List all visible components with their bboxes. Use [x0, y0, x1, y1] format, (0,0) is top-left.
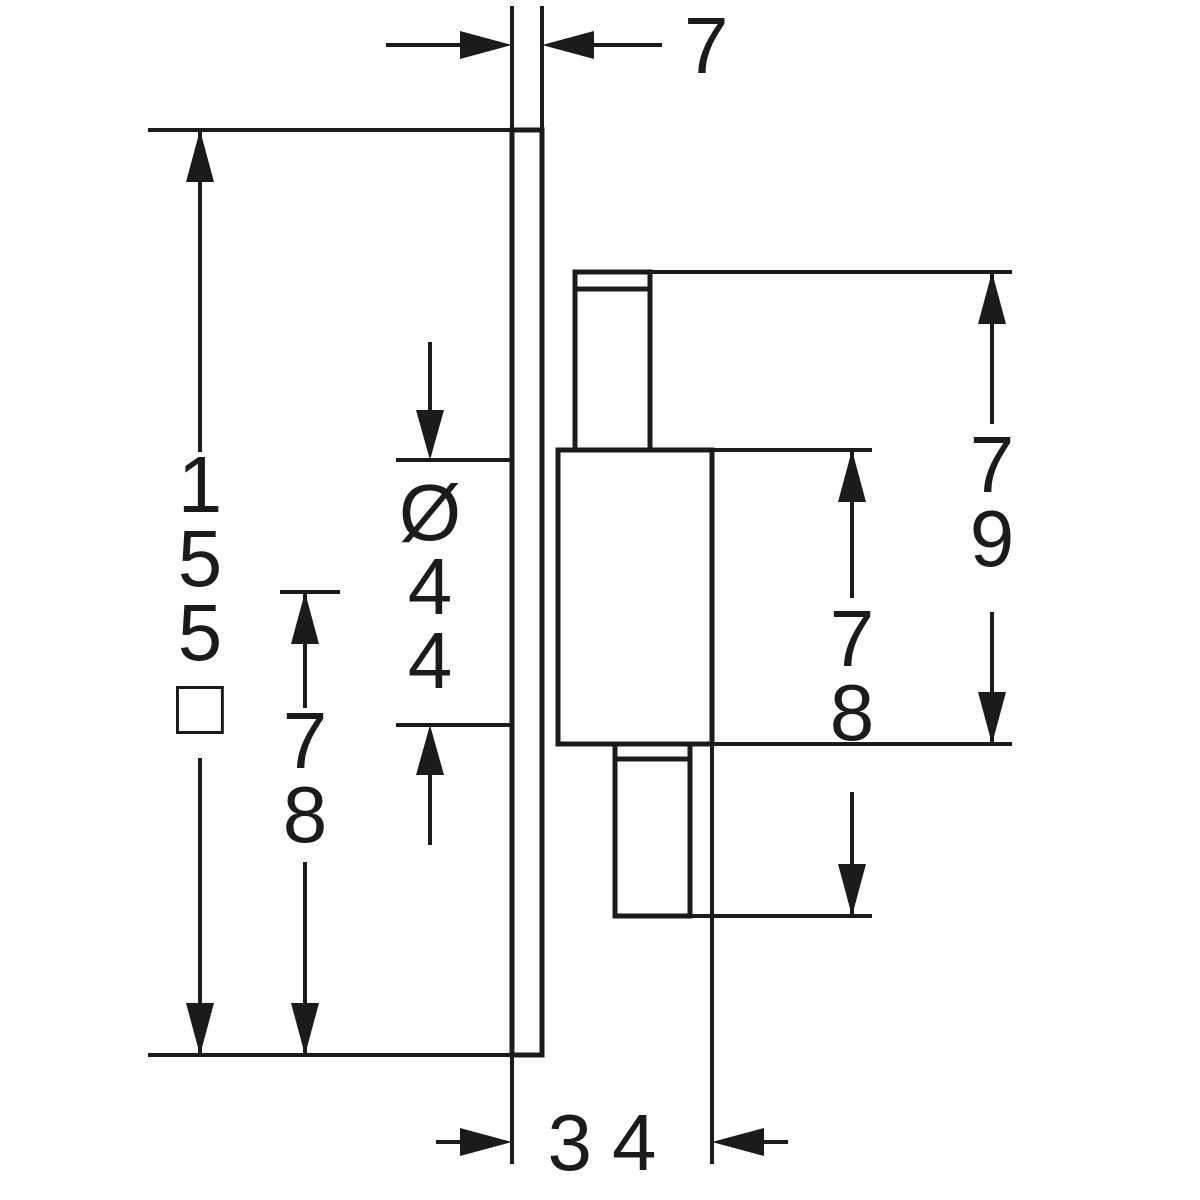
- arrowhead-down-icon: [291, 1003, 319, 1055]
- arrowhead-down-icon: [978, 692, 1006, 744]
- dim-label-plate-thickness: 7: [684, 1, 729, 90]
- arrowhead-up-icon: [416, 725, 444, 775]
- arrowhead-up-icon: [838, 450, 866, 502]
- arrowhead-up-icon: [186, 130, 214, 182]
- arrowhead-right-icon: [460, 31, 512, 59]
- handle-knob: [555, 447, 715, 747]
- dim-label-projection: 34: [548, 1098, 677, 1187]
- dimension-plate-thickness: 7: [386, 1, 729, 130]
- body-lower: [612, 741, 693, 919]
- arrowhead-down-icon: [838, 864, 866, 916]
- arrowhead-down-icon: [416, 410, 444, 460]
- wall-plate: [509, 127, 545, 1058]
- arrowhead-up-icon: [291, 592, 319, 644]
- arrowhead-up-icon: [978, 272, 1006, 324]
- dimension-projection: 34: [436, 744, 788, 1187]
- arrowhead-left-icon: [712, 1128, 764, 1156]
- handle-upper: [572, 269, 653, 453]
- arrowhead-right-icon: [460, 1128, 512, 1156]
- arrowhead-down-icon: [186, 1003, 214, 1055]
- arrowhead-left-icon: [542, 31, 594, 59]
- fixture-profile: [509, 127, 715, 1058]
